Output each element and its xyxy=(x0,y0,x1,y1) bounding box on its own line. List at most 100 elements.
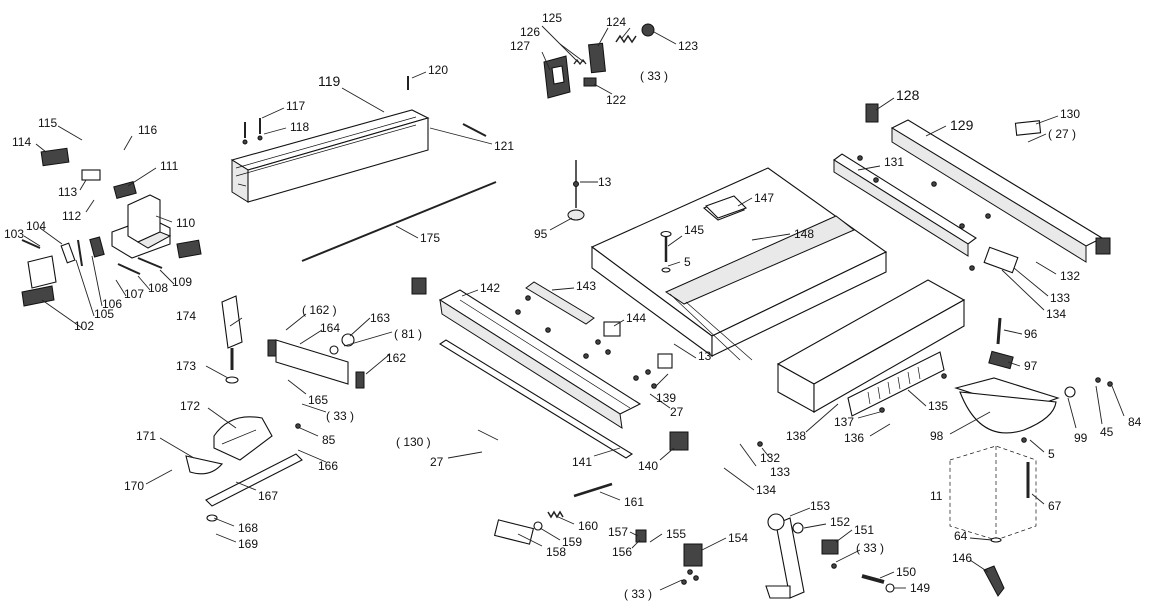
part-153-arm xyxy=(765,513,805,599)
part-142b-clip xyxy=(411,277,427,295)
label-145: 145 xyxy=(684,223,704,237)
label-116: 116 xyxy=(138,123,157,137)
part-123-knob xyxy=(641,23,655,37)
label-137: 137 xyxy=(834,415,854,429)
label-166: 166 xyxy=(318,459,338,473)
part-127-bracket xyxy=(543,55,571,99)
label-163: 163 xyxy=(370,311,390,325)
part-97-block xyxy=(988,350,1014,370)
label-109: 109 xyxy=(172,275,192,289)
label-112: 112 xyxy=(62,209,81,223)
label-98: 98 xyxy=(930,429,944,443)
label-96: 96 xyxy=(1024,327,1038,341)
part-147-plate xyxy=(704,195,748,219)
label-133a: 133 xyxy=(1050,291,1070,305)
label-173: 173 xyxy=(176,359,196,373)
label-157: 157 xyxy=(608,525,628,539)
label-124: 124 xyxy=(606,15,626,29)
label-105: 105 xyxy=(94,307,114,321)
label-162a: ( 162 ) xyxy=(302,303,337,317)
small-screws xyxy=(295,155,1113,585)
part-142-rail xyxy=(438,289,642,430)
label-13a: 13 xyxy=(598,175,612,189)
part-99-washer xyxy=(1064,386,1076,398)
part-110-lock-body xyxy=(111,194,172,259)
part-129-rail xyxy=(890,119,1104,263)
part-111-plate xyxy=(113,181,137,199)
label-159: 159 xyxy=(562,535,582,549)
label-11: 11 xyxy=(930,489,943,503)
part-122-nut xyxy=(583,77,597,87)
label-161: 161 xyxy=(624,495,644,509)
part-133-plate xyxy=(983,246,1019,274)
label-130b: ( 130 ) xyxy=(396,435,431,449)
part-95-knob xyxy=(567,160,585,221)
part-152-ring xyxy=(792,522,804,534)
part-103-pin xyxy=(21,239,41,249)
label-149: 149 xyxy=(910,581,930,595)
part-157-clip xyxy=(635,529,647,543)
part-131-rail xyxy=(833,153,977,257)
part-81-washer xyxy=(329,345,339,355)
part-162b-clip xyxy=(355,371,365,389)
part-168-washer xyxy=(206,514,218,522)
part-161-rod xyxy=(573,482,613,498)
label-144: 144 xyxy=(626,311,646,325)
label-104: 104 xyxy=(26,219,46,233)
part-140-bracket xyxy=(669,431,689,451)
label-167: 167 xyxy=(258,489,278,503)
label-125: 125 xyxy=(542,11,562,25)
label-150: 150 xyxy=(896,565,916,579)
part-164-fence xyxy=(275,339,349,385)
part-125-plate xyxy=(588,42,606,74)
label-154: 154 xyxy=(728,531,748,545)
part-146-lever xyxy=(983,565,1005,597)
label-132a: 132 xyxy=(1060,269,1080,283)
label-146: 146 xyxy=(952,551,972,565)
label-84: 84 xyxy=(1128,415,1142,429)
label-119: 119 xyxy=(318,73,341,89)
label-107: 107 xyxy=(124,287,144,301)
part-64-washer xyxy=(990,537,1002,543)
part-143-strip xyxy=(525,281,595,325)
part-128-clip xyxy=(865,103,879,123)
label-123: 123 xyxy=(678,39,698,53)
part-98-guard xyxy=(954,377,1060,434)
label-127: 127 xyxy=(510,39,530,53)
label-139: 139 xyxy=(656,391,676,405)
label-174: 174 xyxy=(176,309,196,323)
label-147: 147 xyxy=(754,191,774,205)
part-173-washer xyxy=(225,376,239,384)
label-102: 102 xyxy=(74,319,94,333)
label-27a: 27 xyxy=(670,405,684,419)
label-169: 169 xyxy=(238,537,258,551)
label-155: 155 xyxy=(666,527,686,541)
label-121: 121 xyxy=(494,139,514,153)
part-150-pin xyxy=(861,574,885,584)
part-11-housing xyxy=(949,445,1037,541)
part-121-pin xyxy=(462,123,487,137)
label-138: 138 xyxy=(786,429,806,443)
part-109-block xyxy=(176,239,202,259)
label-134b: 134 xyxy=(756,483,776,497)
part-106-pin xyxy=(77,239,83,267)
label-143: 143 xyxy=(576,279,596,293)
part-163-knob xyxy=(341,333,355,347)
label-108: 108 xyxy=(148,281,168,295)
label-115: 115 xyxy=(38,116,57,130)
part-129b-cap xyxy=(1095,237,1111,255)
label-33a: ( 33 ) xyxy=(640,69,668,83)
label-106: 106 xyxy=(102,297,122,311)
label-133b: 133 xyxy=(770,465,790,479)
part-139-bracket xyxy=(657,353,673,369)
part-158-label xyxy=(493,519,535,545)
label-27b: 27 xyxy=(430,455,444,469)
part-154-bracket xyxy=(683,543,703,567)
part-160-spring xyxy=(547,510,564,519)
label-111: 111 xyxy=(160,159,179,173)
part-107-pin xyxy=(117,263,141,275)
part-104 xyxy=(60,242,76,264)
part-162a-clip xyxy=(267,339,277,357)
label-27c: ( 27 ) xyxy=(1048,127,1076,141)
label-153: 153 xyxy=(810,499,830,513)
